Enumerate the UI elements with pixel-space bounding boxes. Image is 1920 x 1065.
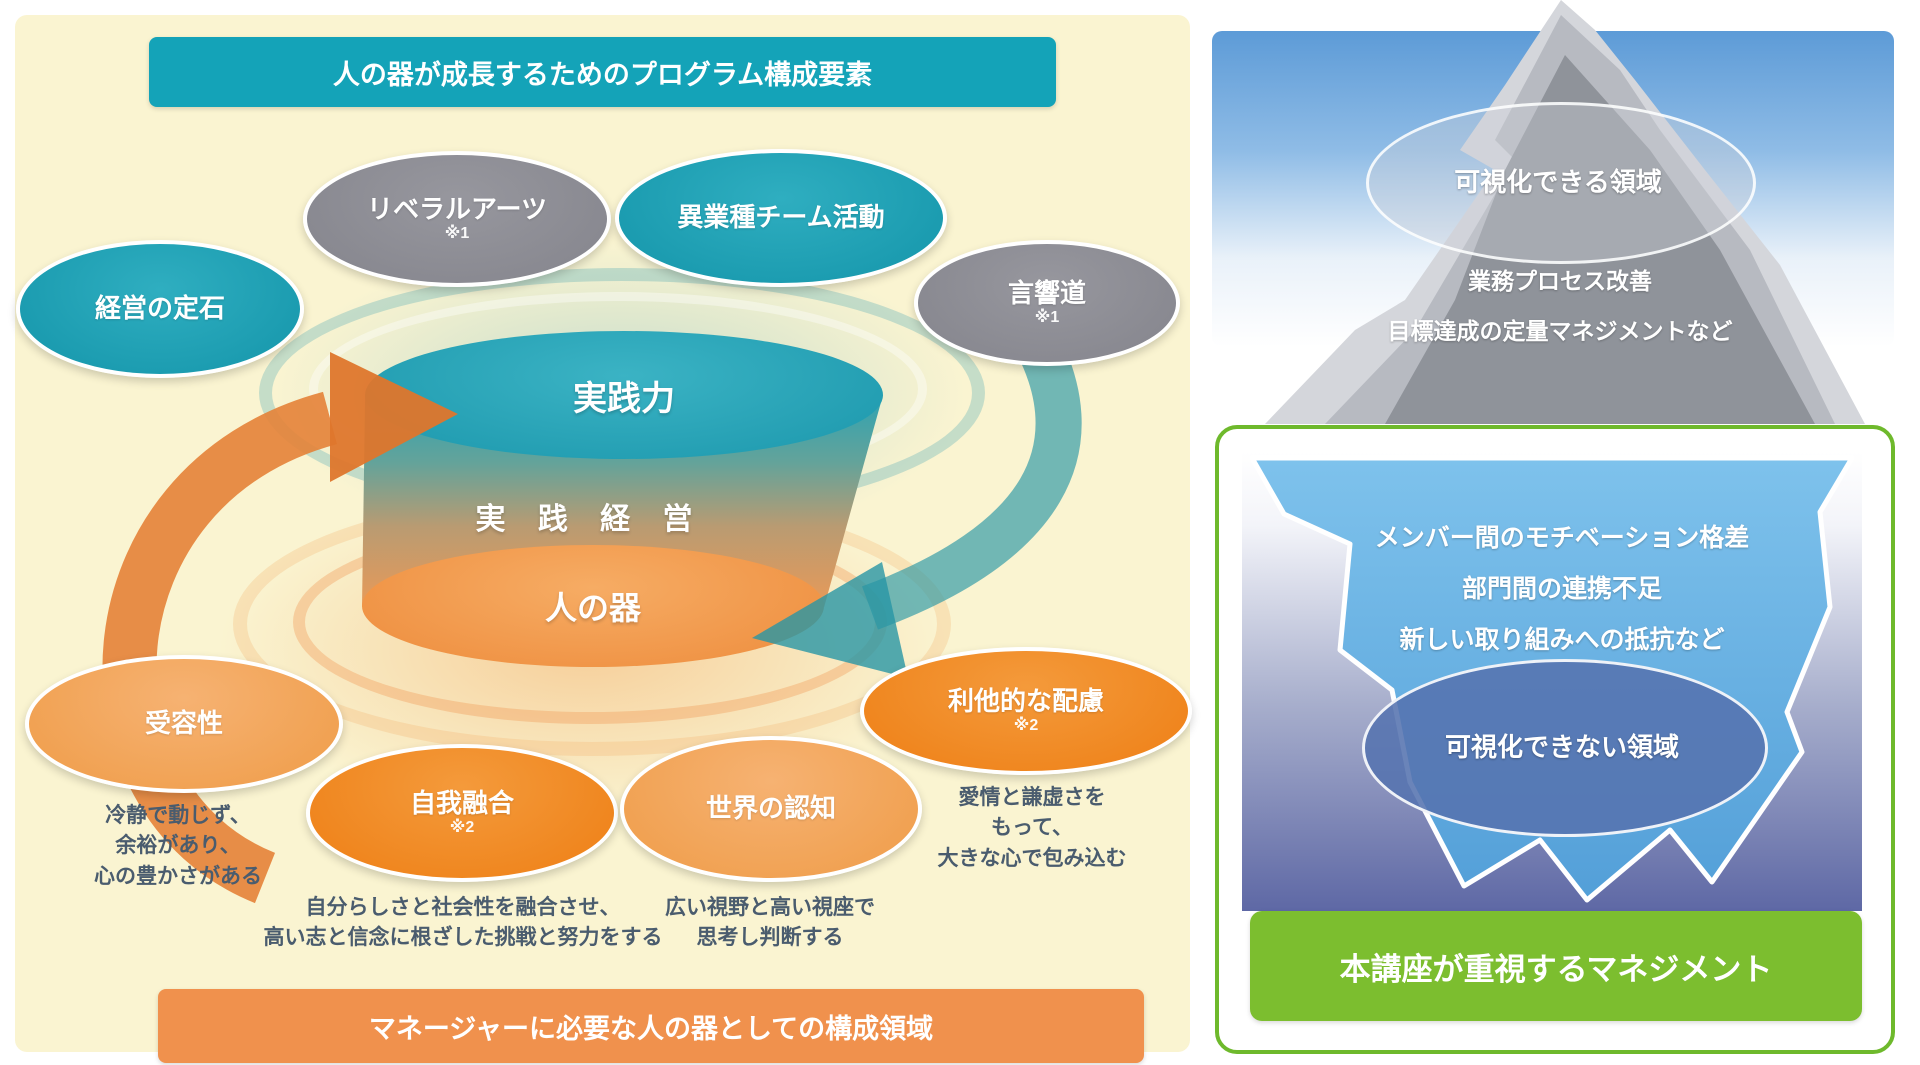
underwater-text-line1: メンバー間のモチベーション格差 — [1282, 516, 1842, 556]
program-panel: 人の器 実 践 経 営 実践力 人の器が成長するためのプログラム構成要素 マネー… — [15, 15, 1192, 1063]
hidden-area-label-wrap: 可視化できない領域 — [1362, 659, 1762, 831]
cylinder-bottom-label: 人の器 — [544, 590, 641, 626]
mountain-text: 目標達成の定量マネジメントなど — [1387, 318, 1733, 344]
swirl-arrows — [102, 318, 1082, 904]
annotation-juyosei: 冷静で動じず、 余裕があり、 心の豊かさがある — [38, 801, 318, 892]
bubble-footnote: ※2 — [449, 818, 475, 836]
cylinder-middle-label: 実 践 経 営 — [475, 503, 705, 536]
bubble-label: 自我融合 — [409, 787, 514, 818]
course-focus-banner-text: 本講座が重視するマネジメント — [1339, 951, 1773, 987]
underwater-text-line3: 新しい取り組みへの抵抗など — [1282, 618, 1842, 658]
mountain-text-line2: 目標達成の定量マネジメントなど — [1300, 310, 1820, 348]
left-panel-footer-text: マネージャーに必要な人の器としての構成領域 — [368, 1013, 934, 1044]
annotation-line: 愛情と謙虚さを — [958, 786, 1106, 809]
underwater-text: 新しい取り組みへの抵抗など — [1399, 626, 1725, 654]
annotation-line: 冷静で動じず、 — [105, 804, 251, 827]
mountain-text-line1: 業務プロセス改善 — [1330, 260, 1790, 298]
annotation-line: 自分らしさと社会性を融合させ、 — [305, 896, 621, 919]
annotation-line: もって、 — [991, 816, 1073, 840]
annotation-line: 高い志と信念に根ざした挑戦と努力をする — [263, 926, 663, 950]
bubble-juyosei: 受容性 — [25, 655, 343, 793]
bubble-label: 利他的な配慮 — [947, 685, 1104, 716]
left-panel-header-text: 人の器が成長するためのプログラム構成要素 — [332, 59, 873, 90]
visible-area-label-wrap: 可視化できる領域 — [1366, 102, 1750, 258]
bubble-keiei-no-joseki: 経営の定石 — [16, 240, 304, 378]
cylinder-top-label: 実践力 — [573, 379, 675, 418]
annotation-line: 大きな心で包み込む — [937, 846, 1127, 870]
cylinder-bottom-ellipse: 人の器 — [362, 545, 824, 667]
visible-area-ellipse — [1366, 102, 1756, 264]
cylinder-top-ellipse: 実践力 — [365, 331, 883, 459]
annotation-sekai: 広い視野と高い視座で 思考し判断する — [630, 893, 910, 954]
bubble-label: 異業種チーム活動 — [677, 202, 885, 233]
left-panel-footer-banner: マネージャーに必要な人の器としての構成領域 — [158, 989, 1144, 1063]
annotation-line: 広い視野と高い視座で — [665, 896, 875, 919]
underwater-text-line2: 部門間の連携不足 — [1282, 567, 1842, 607]
bubble-footnote: ※1 — [1034, 308, 1060, 326]
bubble-footnote: ※2 — [1013, 716, 1039, 734]
bubble-label: リベラルアーツ — [367, 193, 547, 224]
annotation-jigayugo: 自分らしさと社会性を融合させ、 高い志と信念に根ざした挑戦と努力をする — [233, 893, 693, 954]
visible-area-label: 可視化できる領域 — [1454, 166, 1662, 197]
course-focus-banner: 本講座が重視するマネジメント — [1250, 911, 1862, 1021]
bubble-genkyodo: 言響道 ※1 — [914, 240, 1180, 366]
left-panel-header-banner: 人の器が成長するためのプログラム構成要素 — [149, 37, 1056, 107]
bubble-footnote: ※1 — [444, 224, 470, 242]
underwater-text: メンバー間のモチベーション格差 — [1374, 524, 1750, 552]
hidden-area-ellipse — [1362, 659, 1768, 837]
annotation-line: 余裕があり、 — [115, 834, 241, 858]
bubble-liberal-arts: リベラルアーツ ※1 — [303, 151, 611, 287]
bubble-label: 言響道 — [1007, 277, 1086, 308]
bubble-label: 受容性 — [144, 708, 223, 739]
annotation-rita: 愛情と謙虚さを もって、 大きな心で包み込む — [892, 783, 1172, 874]
underwater-text: 部門間の連携不足 — [1461, 575, 1662, 603]
hidden-area-label: 可視化できない領域 — [1444, 731, 1679, 762]
bubble-sekai-no-ninchi: 世界の認知 — [620, 736, 922, 882]
orange-swirl-arrowhead — [330, 352, 458, 482]
orange-swirl-arrow-band — [102, 391, 338, 904]
bubble-ritateki-hairyo: 利他的な配慮 ※2 — [860, 647, 1192, 775]
annotation-line: 心の豊かさがある — [94, 864, 262, 888]
bubble-label: 世界の認知 — [705, 793, 836, 824]
bubble-igyoshu-team: 異業種チーム活動 — [615, 149, 947, 287]
bubble-label: 経営の定石 — [94, 293, 225, 324]
bubble-jigayugo: 自我融合 ※2 — [306, 744, 618, 882]
teal-swirl-arrowhead — [752, 562, 908, 678]
teal-swirl-arrow-band — [861, 318, 1082, 630]
annotation-line: 思考し判断する — [696, 926, 844, 950]
cylinder-middle-label-wrap: 実 践 経 営 — [375, 493, 805, 539]
mountain-text: 業務プロセス改善 — [1468, 268, 1652, 294]
